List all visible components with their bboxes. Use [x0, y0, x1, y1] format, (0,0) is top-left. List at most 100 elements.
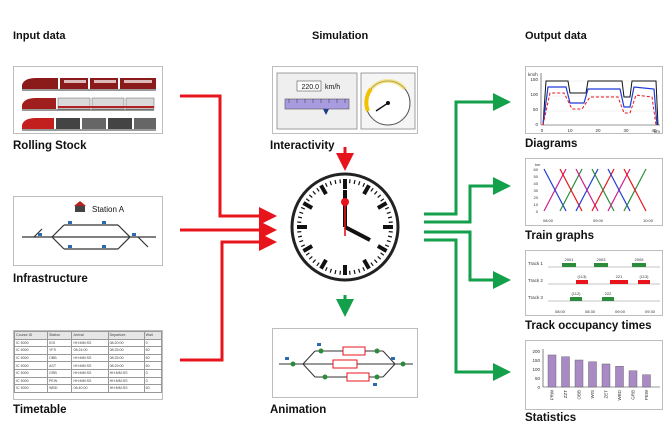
timetable-cell: 60	[143, 346, 163, 355]
train-2	[22, 97, 155, 111]
stats-category-label: WBD	[617, 389, 622, 400]
train-graph-y-tick: 60	[534, 167, 539, 172]
clock-minute-tick	[384, 244, 390, 248]
stats-bar	[574, 359, 584, 388]
stats-bar	[601, 363, 611, 388]
input-data-title: Input data	[13, 30, 66, 42]
timetable-cell: 60	[143, 361, 163, 370]
diagram-x-tick: 0	[541, 128, 544, 133]
clock-minute-tick	[377, 255, 382, 260]
clock-minute-tick	[329, 268, 332, 273]
timetable-cell: 08:29:00	[107, 361, 145, 370]
timetable-cell: WBD	[47, 384, 73, 393]
interactivity-controls: 220.0 km/h	[276, 72, 416, 130]
train-label: (113)	[639, 274, 649, 279]
timetable-header-cell: Wait	[143, 331, 163, 340]
clock-minute-tick	[308, 194, 313, 199]
stats-category-label: WIS	[590, 390, 595, 399]
train-graph-y-tick: 30	[534, 188, 539, 193]
arrow-occupancy	[424, 230, 511, 289]
clock-minute-tick	[384, 206, 390, 210]
train-1	[22, 78, 156, 91]
timetable-cell: IC 5000	[13, 368, 49, 378]
station-name: Station A	[92, 205, 125, 214]
train-graph-y-tick: 10	[534, 202, 539, 207]
timetable-cell: 08:40:00	[71, 384, 109, 393]
diagram-x-unit: km	[654, 129, 660, 134]
stats-bar	[547, 354, 557, 388]
clock-minute-tick	[324, 182, 328, 188]
train-graph-x-tick: 10:00	[643, 218, 654, 223]
train-illustrations	[22, 78, 156, 131]
timetable-cell: HH:MM:SS	[71, 368, 109, 378]
clock-minute-tick	[308, 255, 313, 260]
timetable-panel: Course ID Station Arrival Departure Wait…	[13, 330, 163, 400]
diagram-x-tick: 10	[567, 128, 573, 133]
timetable-cell: YFS	[47, 346, 73, 355]
train-graph-y-tick: 50	[534, 174, 539, 179]
stats-category-label: OBB	[577, 390, 582, 400]
timetable-label: Timetable	[13, 404, 67, 416]
clock-minute-tick	[305, 252, 310, 256]
clock-minute-tick	[380, 198, 385, 202]
clock-minute-tick	[329, 181, 332, 186]
speed-distance-diagram: km/h km 150 100 50 0 0 10 20 30 40	[528, 72, 660, 134]
arrow-train-graphs	[424, 177, 511, 224]
clock-minute-tick	[387, 235, 393, 238]
clock-hour-tick	[376, 201, 388, 210]
stats-category-label: ZZT	[563, 390, 568, 398]
timetable-cell: 0	[143, 368, 163, 378]
train-label: 2001	[565, 257, 575, 262]
timetable-cell: HH:MM:SS	[107, 376, 145, 386]
animation-view	[279, 343, 413, 386]
diagrams-panel: km/h km 150 100 50 0 0 10 20 30 40	[525, 66, 663, 134]
clock-minute-tick	[297, 216, 303, 219]
train-3	[22, 118, 156, 131]
clock-minute-tick	[358, 181, 361, 186]
timetable-cell: HH:MM:SS	[71, 376, 109, 386]
clock-hour-tick	[376, 244, 388, 253]
interactivity-label: Interactivity	[270, 140, 335, 152]
simulation-title: Simulation	[312, 30, 369, 42]
clock-minute-tick	[373, 259, 378, 264]
clock-hour-tick	[362, 258, 371, 270]
clock-minute-tick	[358, 268, 361, 273]
diagram-x-tick: 20	[595, 128, 601, 133]
train-graph-chart: km 60 50 40 30 20 10 0 08:00 09:00 10:00	[534, 162, 654, 223]
train-graphs-panel: km 60 50 40 30 20 10 0 08:00 09:00 10:00	[525, 158, 663, 226]
clock-minute-tick	[305, 198, 310, 202]
track-layout: Station A	[22, 201, 156, 250]
train-graphs-label: Train graphs	[525, 230, 595, 242]
clock-hour-hand	[344, 225, 371, 242]
clock-minute-tick	[353, 179, 356, 185]
train-graph-x-tick: 08:00	[543, 218, 554, 223]
diagram-y-unit: km/h	[528, 72, 538, 77]
timetable-cell: OBB	[47, 353, 73, 363]
train-graph-x-tick: 09:00	[593, 218, 604, 223]
track-occupancy-label: Track occupancy times	[525, 320, 652, 332]
stats-bar	[561, 356, 570, 388]
speed-value: 220.0	[301, 84, 319, 91]
train-label: 2005	[635, 257, 645, 262]
arrow-statistics	[424, 238, 511, 381]
timetable-cell: HH:MM:SS	[107, 384, 145, 393]
stats-y-tick: 0	[537, 385, 540, 390]
rolling-stock-label: Rolling Stock	[13, 140, 87, 152]
infrastructure-label: Infrastructure	[13, 273, 88, 285]
timetable-cell: 08:25:00	[107, 353, 145, 363]
train-label: 221	[616, 274, 623, 279]
clock-minute-tick	[312, 259, 317, 264]
timetable-cell: 60	[143, 384, 163, 393]
clock-hour-tick	[302, 201, 314, 210]
timetable-cell: IGS	[47, 338, 73, 348]
timetable-header-cell: Departure	[107, 331, 145, 340]
speed-unit: km/h	[325, 84, 340, 91]
stats-bar	[628, 370, 638, 388]
train-label: (112)	[571, 291, 581, 296]
animation-label: Animation	[270, 404, 327, 416]
